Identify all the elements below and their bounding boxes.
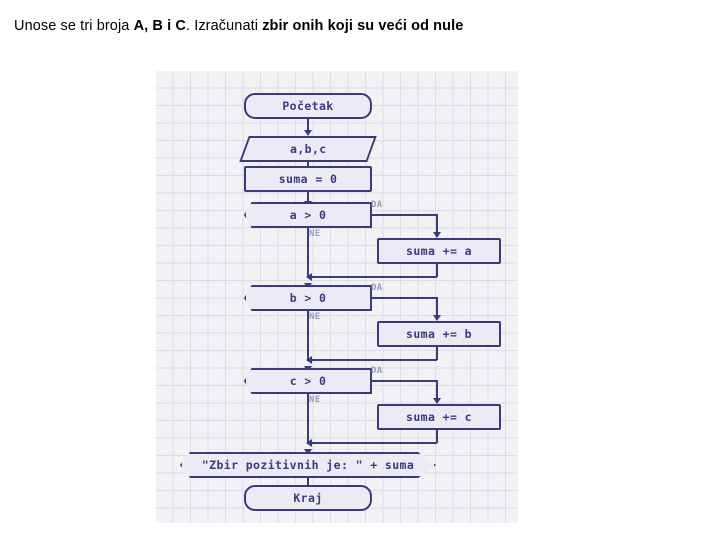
flow-node-add-c-label: suma += c [406, 410, 472, 424]
flow-node-decision-c: c > 0 [244, 368, 372, 394]
flow-node-init-sum: suma = 0 [244, 166, 372, 192]
flowchart-canvas: Početak a,b,c suma = 0 a > 0 DA NE suma … [156, 71, 518, 523]
connector-c-yes-v [436, 380, 438, 400]
connector-add-b-merge [307, 359, 437, 361]
connector-add-a-merge [307, 276, 437, 278]
connector-add-a-down [436, 264, 438, 277]
flow-node-decision-c-label: c > 0 [289, 374, 327, 388]
flow-node-output-label: "Zbir pozitivnih je: " + suma [201, 458, 415, 472]
flow-node-end-label: Kraj [293, 491, 323, 505]
connector-c-yes-h [372, 380, 438, 382]
connector-b-yes-v [436, 297, 438, 317]
arrowhead-merge-c [306, 438, 312, 447]
connector-b-no-v [307, 311, 309, 361]
connector-a-yes-h [372, 214, 438, 216]
edge-label-a-no: NE [309, 229, 321, 239]
flow-node-decision-a: a > 0 [244, 202, 372, 228]
flow-node-init-sum-label: suma = 0 [278, 172, 338, 186]
flow-node-input: a,b,c [239, 136, 377, 162]
flow-node-decision-a-label: a > 0 [289, 208, 327, 222]
flow-node-add-b: suma += b [377, 321, 501, 347]
title-part-bold-inputs: A, B i C [133, 18, 186, 34]
connector-add-b-down [436, 347, 438, 360]
title-part-middle: . Izračunati [185, 18, 263, 34]
flow-node-add-b-label: suma += b [406, 327, 472, 341]
connector-a-yes-v [436, 214, 438, 234]
edge-label-c-no: NE [309, 395, 321, 405]
connector-add-c-merge [307, 442, 437, 444]
arrowhead-input [303, 130, 312, 136]
arrowhead-merge-b [306, 355, 312, 364]
connector-init-to-if-a [307, 192, 309, 203]
title-part-bold-task: zbir onih koji su veći od nule [262, 18, 464, 34]
connector-a-no-v [307, 228, 309, 278]
edge-label-a-yes: DA [371, 200, 383, 210]
arrowhead-add-b [432, 315, 441, 321]
flow-node-add-a: suma += a [377, 238, 501, 264]
connector-add-c-down [436, 430, 438, 443]
flow-node-start: Početak [244, 93, 372, 119]
title-part-prefix: Unose se tri broja [14, 18, 134, 34]
edge-label-b-yes: DA [371, 283, 383, 293]
flow-node-end: Kraj [244, 485, 372, 511]
edge-label-c-yes: DA [371, 366, 383, 376]
flow-node-input-label: a,b,c [289, 142, 327, 156]
flow-node-decision-b: b > 0 [244, 285, 372, 311]
flow-node-decision-b-label: b > 0 [289, 291, 327, 305]
connector-output-to-end [307, 478, 309, 489]
arrowhead-merge-a [306, 272, 312, 281]
flow-node-output: "Zbir pozitivnih je: " + suma [180, 452, 436, 478]
arrowhead-add-c [432, 398, 441, 404]
arrowhead-add-a [432, 232, 441, 238]
connector-c-no-v [307, 394, 309, 444]
connector-b-yes-h [372, 297, 438, 299]
connector-start-to-input [307, 119, 309, 132]
page-title: Unose se tri broja A, B i C. Izračunati … [14, 18, 463, 34]
flow-node-start-label: Početak [282, 99, 334, 113]
flow-node-add-a-label: suma += a [406, 244, 472, 258]
flow-node-add-c: suma += c [377, 404, 501, 430]
edge-label-b-no: NE [309, 312, 321, 322]
